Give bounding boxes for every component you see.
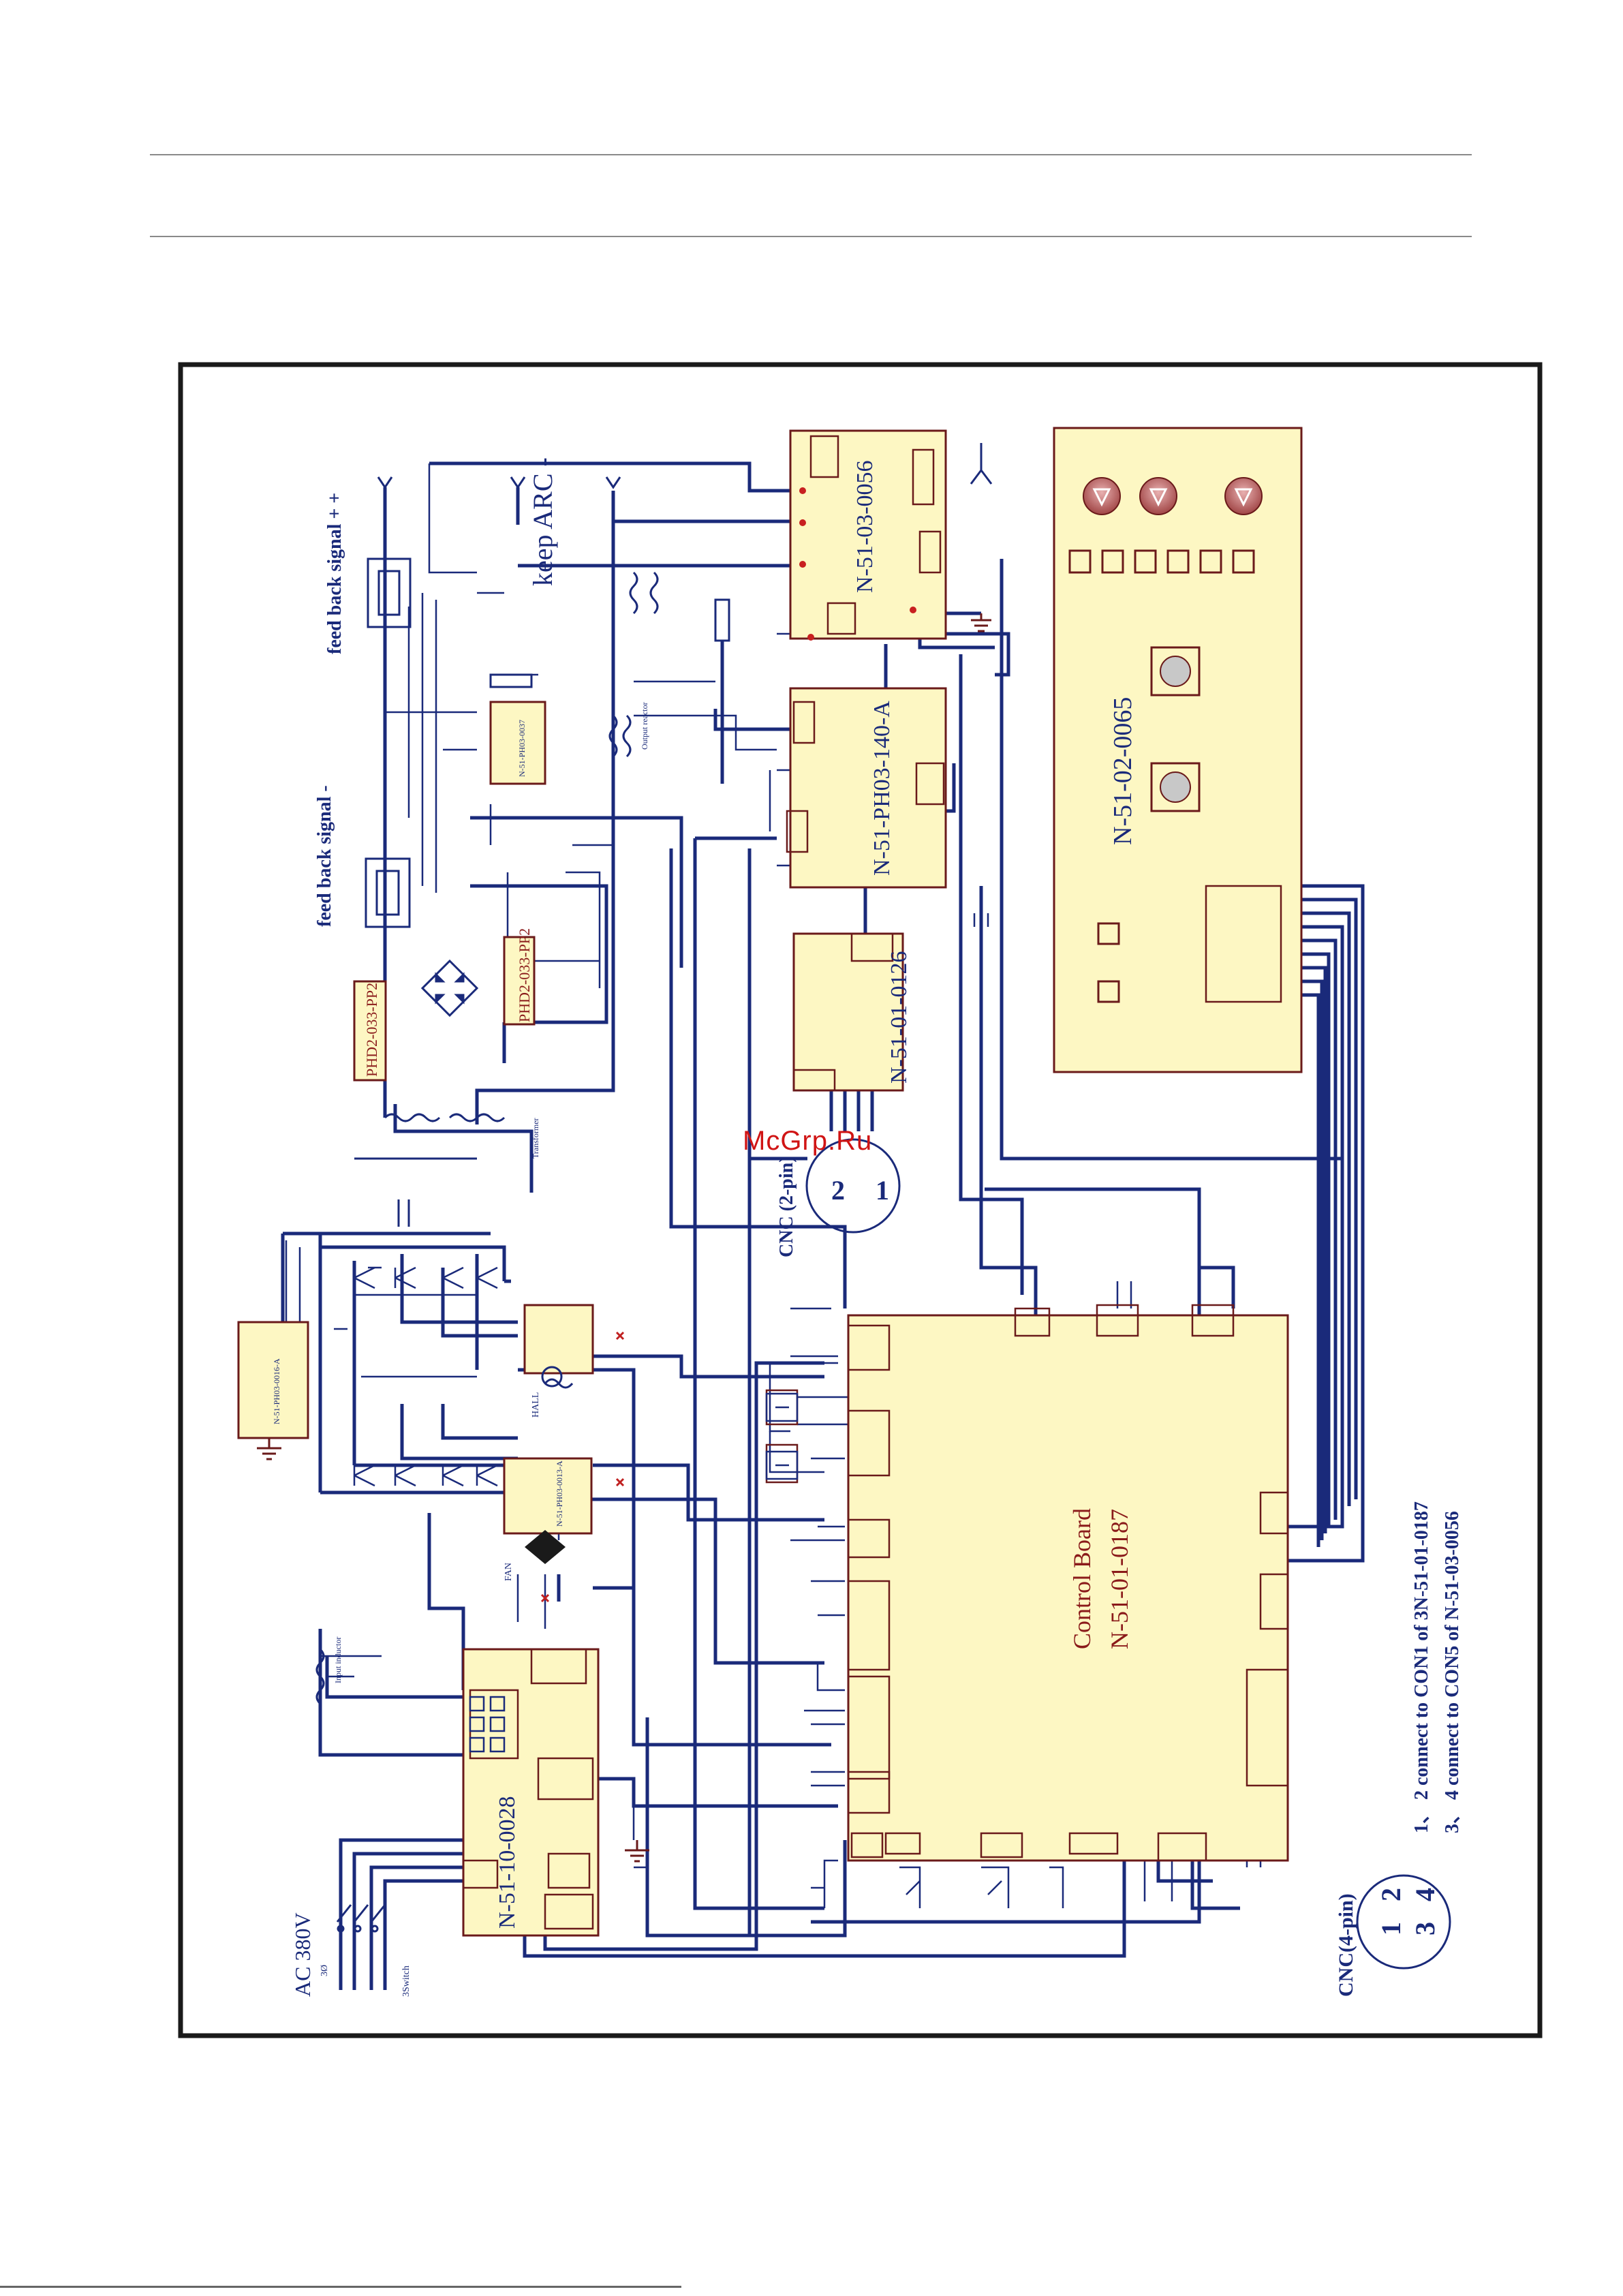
ac-switch-symbol <box>336 1904 386 1933</box>
label-output-reactor: Output reactor <box>640 702 649 750</box>
board-label-front-panel: N-51-02-0065 <box>1109 697 1137 845</box>
terminal-block <box>469 1696 506 1753</box>
cnc2-pin-b: 1 <box>876 1175 889 1206</box>
board-label-panel-b: N-51-PH03-140-A <box>869 701 895 876</box>
header-rule-bottom <box>150 236 1472 237</box>
watermark: McGrp.Ru <box>743 1126 873 1156</box>
label-fan: FAN <box>504 1563 514 1581</box>
cnc4-pin-4: 4 <box>1410 1888 1440 1901</box>
footer-rule <box>0 2286 681 2288</box>
label-feedback-minus: feed back signal - <box>314 785 335 927</box>
label-feedback-plus: feed back signal + + <box>324 493 345 654</box>
fan-symbol <box>525 1530 566 1564</box>
cnc4-pin-3: 3 <box>1410 1922 1440 1935</box>
label-switch: 3Switch <box>401 1965 412 1997</box>
igbt-modules <box>353 1266 498 1487</box>
board-label-driver: N-51-PH03-0013-A <box>555 1460 564 1527</box>
label-hall: HALL <box>531 1392 541 1418</box>
circuit-boards <box>237 427 1303 1937</box>
output-terminals <box>377 443 993 489</box>
board-label-panel-c: N-51-01-0126 <box>886 951 912 1084</box>
relays <box>765 1392 799 1480</box>
note-1: 1、 2 connect to CON1 of 3N-51-01-0187 <box>1411 1501 1432 1833</box>
label-cnc4: CNC(4-pin) <box>1335 1893 1357 1997</box>
bridge-rectifier <box>420 959 479 1017</box>
cnc-4pin-connector <box>1356 1874 1451 1970</box>
cnc4-pin-2: 2 <box>1376 1888 1406 1901</box>
cnc-2pin-connector <box>805 1138 901 1234</box>
note-2: 3、 4 connect to CON5 of N-51-03-0056 <box>1442 1511 1463 1833</box>
board-label-control-id: N-51-01-0187 <box>1106 1509 1133 1649</box>
cnc2-pin-a: 2 <box>831 1175 845 1206</box>
solder-points <box>799 487 916 641</box>
cnc4-pin-1: 1 <box>1376 1922 1406 1935</box>
ground-symbols <box>257 613 991 1863</box>
board-label-pcb2b: PHD2-033-PP2 <box>516 928 533 1022</box>
label-input-inductor: Input inductor <box>333 1637 343 1683</box>
label-ac-input: AC 380V <box>290 1912 315 1997</box>
header-rule-top <box>150 154 1472 155</box>
board-label-pcb2a: PHD2-033-PP2 <box>363 983 380 1077</box>
label-cnc2: CNC (2-pin) <box>776 1156 797 1257</box>
board-label-panel-a: N-51-03-0056 <box>852 460 878 593</box>
label-keep-arc: keep ARC - <box>527 457 558 586</box>
hall-sensor <box>541 1366 563 1388</box>
label-transformer: Transformer <box>531 1118 540 1159</box>
no-connect-marks <box>540 1331 625 1603</box>
front-panel-controls <box>1068 477 1263 1003</box>
feedback-transformers <box>315 557 730 1705</box>
label-ac-sub: 3Ø <box>320 1965 330 1976</box>
board-label-capbox: N-51-PH03-0016-A <box>272 1358 281 1424</box>
connectors <box>462 435 1289 1930</box>
board-label-control-title: Control Board <box>1068 1508 1096 1649</box>
board-label-power: N-51-10-0028 <box>495 1796 520 1929</box>
board-label-relay: N-51-PH03-0037 <box>517 720 527 777</box>
